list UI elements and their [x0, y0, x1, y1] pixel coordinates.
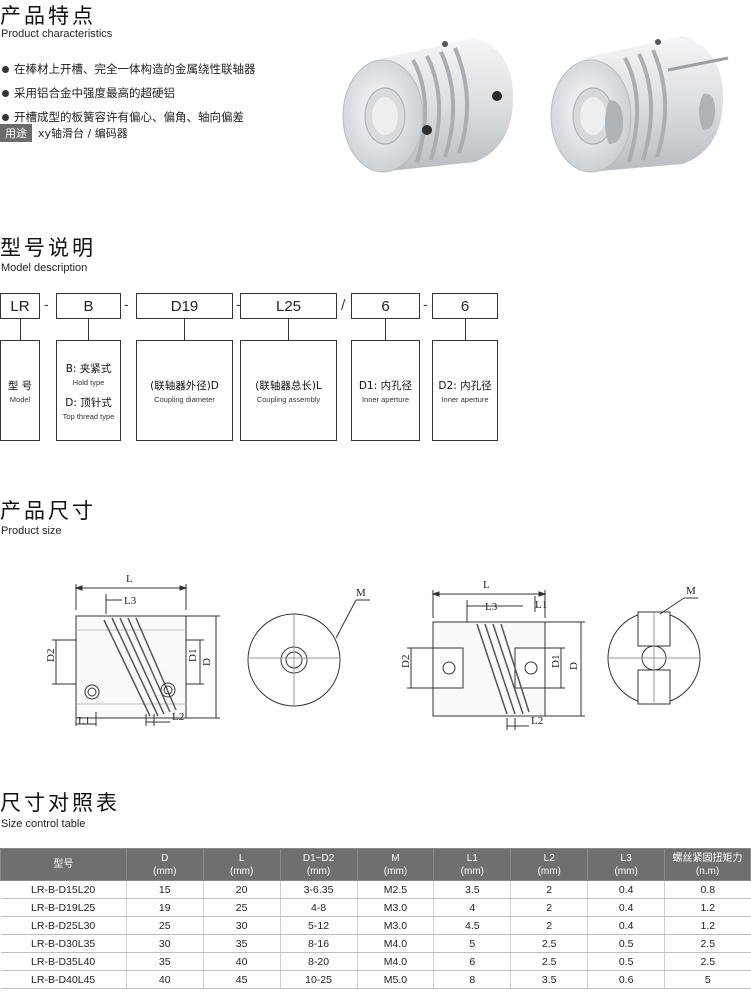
size-title: 产品尺寸	[0, 499, 96, 523]
connector-line	[385, 319, 386, 340]
model-title: 型号说明	[0, 236, 96, 260]
drawing-b-end-view: M	[247, 587, 370, 707]
svg-text:L1: L1	[535, 599, 547, 611]
connector-line	[184, 319, 185, 340]
svg-text:D: D	[201, 658, 213, 666]
desc-d2: D2: 内孔径 Inner aperture	[432, 340, 498, 441]
code-part-diameter: D19	[136, 293, 233, 319]
svg-text:D1: D1	[187, 649, 199, 662]
code-part-d1: 6	[351, 293, 420, 319]
desc-d1: D1: 内孔径 Inner aperture	[351, 340, 420, 441]
feature-item: 采用铝合金中强度最高的超硬铝	[2, 81, 256, 105]
svg-text:M: M	[356, 587, 366, 599]
code-part-series: LR	[0, 293, 40, 319]
svg-text:L2: L2	[531, 715, 543, 727]
svg-text:L: L	[483, 579, 490, 591]
table-subtitle: Size control table	[1, 818, 86, 830]
code-separator: -	[124, 298, 129, 313]
desc-type: B: 夹紧式 Hold type D: 顶针式 Top thread type	[56, 340, 121, 441]
svg-text:L3: L3	[124, 595, 137, 607]
size-table: 型号 D(mm) L(mm) D1~D2(mm) M(mm) L1(mm) L2…	[0, 848, 751, 989]
desc-model: 型 号 Model	[0, 340, 40, 441]
desc-length: (联轴器总长)L Coupling assembly	[240, 340, 337, 441]
connector-line	[88, 319, 89, 340]
header-torque: 螺丝紧固扭矩力(n.m)	[664, 848, 751, 881]
usage-tag: 用途	[0, 124, 32, 142]
header-l3: L3(mm)	[587, 848, 666, 881]
code-part-type: B	[56, 293, 121, 319]
code-separator: -	[236, 298, 241, 313]
svg-text:L1: L1	[78, 715, 90, 727]
header-m: M(mm)	[356, 848, 435, 881]
header-d1-d2: D1~D2(mm)	[279, 848, 358, 881]
header-model: 型号	[0, 848, 127, 881]
svg-text:D2: D2	[45, 649, 57, 662]
header-l1: L1(mm)	[433, 848, 512, 881]
drawing-d-end-view: M	[607, 585, 701, 705]
code-part-length: L25	[240, 293, 337, 319]
desc-diameter: (联轴器外径)D Coupling diameter	[136, 340, 233, 441]
size-subtitle: Product size	[1, 525, 62, 537]
feature-list: 在棒材上开槽、完全一体构造的金属绕性联轴器 采用铝合金中强度最高的超硬铝 开槽成…	[2, 57, 256, 129]
coupling-photo-d-type	[342, 38, 514, 173]
feature-item: 在棒材上开槽、完全一体构造的金属绕性联轴器	[2, 57, 256, 81]
svg-text:L2: L2	[172, 711, 184, 723]
code-separator: -	[423, 298, 428, 313]
svg-text:D: D	[568, 662, 580, 670]
connector-line	[288, 319, 289, 340]
table-title: 尺寸对照表	[0, 791, 120, 815]
header-l2: L2(mm)	[510, 848, 589, 881]
code-part-d2: 6	[432, 293, 498, 319]
coupling-photo-b-type	[550, 36, 729, 173]
connector-line	[20, 319, 21, 340]
svg-text:L3: L3	[485, 601, 498, 613]
characteristics-subtitle: Product characteristics	[1, 28, 113, 40]
characteristics-title: 产品特点	[0, 4, 96, 28]
table-header-row: 型号 D(mm) L(mm) D1~D2(mm) M(mm) L1(mm) L2…	[0, 848, 751, 881]
connector-line	[465, 319, 466, 340]
svg-text:L: L	[126, 573, 133, 585]
bullet-dot-icon	[2, 113, 9, 121]
feature-item: 开槽成型的板簧容许有偏心、偏角、轴向偏差	[2, 105, 256, 129]
svg-text:D2: D2	[400, 655, 412, 668]
drawing-b-side-view: L L3 D2 D1 D L1 L2	[45, 573, 220, 727]
drawing-d-side-view: L L3 L1 D2 D1 D L2	[400, 579, 585, 730]
svg-text:M: M	[686, 585, 696, 597]
header-l: L(mm)	[202, 848, 281, 881]
svg-text:D1: D1	[550, 655, 562, 668]
bullet-dot-icon	[2, 89, 9, 97]
header-d: D(mm)	[125, 848, 204, 881]
model-subtitle: Model description	[1, 262, 88, 274]
bullet-dot-icon	[2, 65, 9, 73]
usage-text: xy轴滑台 / 编码器	[38, 127, 128, 140]
usage-row: 用途 xy轴滑台 / 编码器	[0, 124, 128, 142]
code-separator: /	[341, 298, 346, 313]
code-separator: -	[44, 298, 49, 313]
